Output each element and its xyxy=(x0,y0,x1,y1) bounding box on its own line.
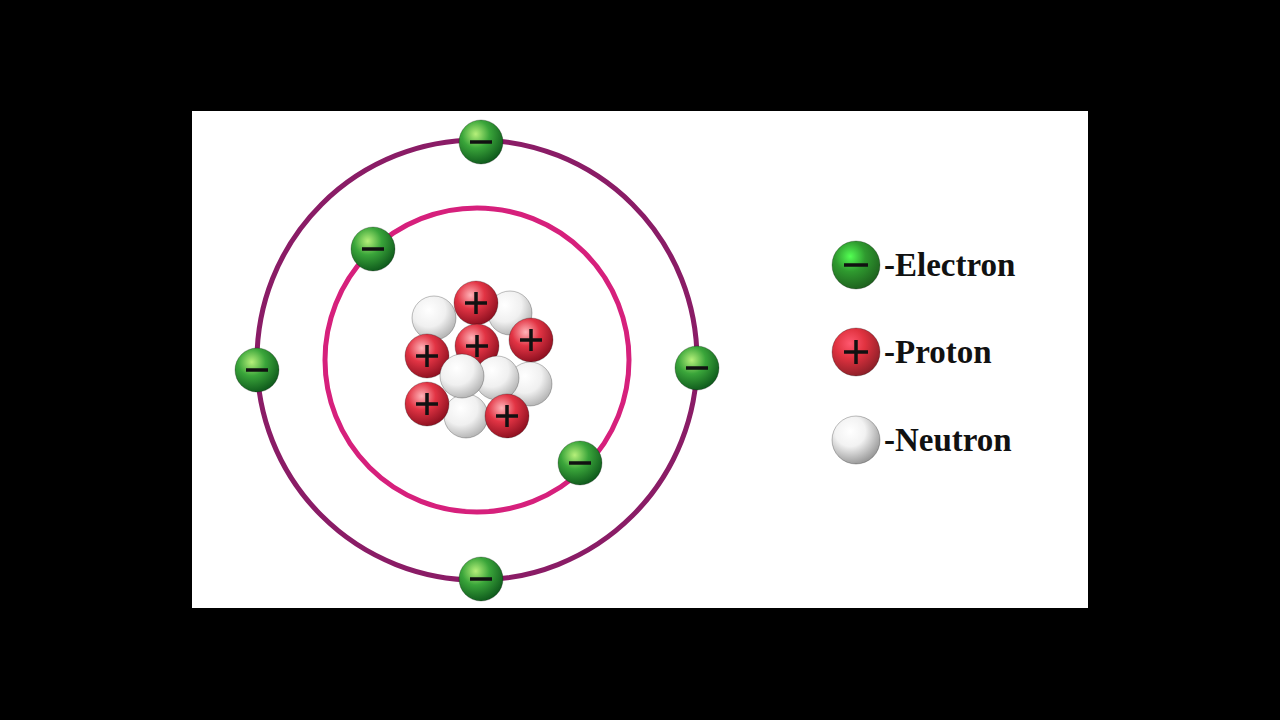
electron xyxy=(235,348,279,392)
legend-swatch xyxy=(830,414,882,466)
proton xyxy=(405,382,449,426)
neutron xyxy=(412,296,456,340)
legend-entry: -Proton xyxy=(830,326,992,378)
electron xyxy=(558,441,602,485)
legend-label: -Proton xyxy=(884,336,992,369)
proton xyxy=(485,394,529,438)
outer-shell xyxy=(257,140,697,580)
panel xyxy=(192,111,1088,608)
neutron xyxy=(444,394,488,438)
legend-swatch xyxy=(830,239,882,291)
inner-shell xyxy=(325,208,629,512)
proton xyxy=(509,318,553,362)
electron xyxy=(459,557,503,601)
proton xyxy=(454,281,498,325)
nucleus xyxy=(405,281,553,438)
legend-entry: -Electron xyxy=(830,239,1015,291)
legend-entry: -Neutron xyxy=(830,414,1012,466)
electrons xyxy=(235,120,719,601)
legend-swatch xyxy=(830,326,882,378)
legend-label: -Neutron xyxy=(884,424,1012,457)
neutron xyxy=(440,354,484,398)
legend-label: -Electron xyxy=(884,249,1015,282)
electron xyxy=(351,227,395,271)
electron xyxy=(675,346,719,390)
electron xyxy=(459,120,503,164)
